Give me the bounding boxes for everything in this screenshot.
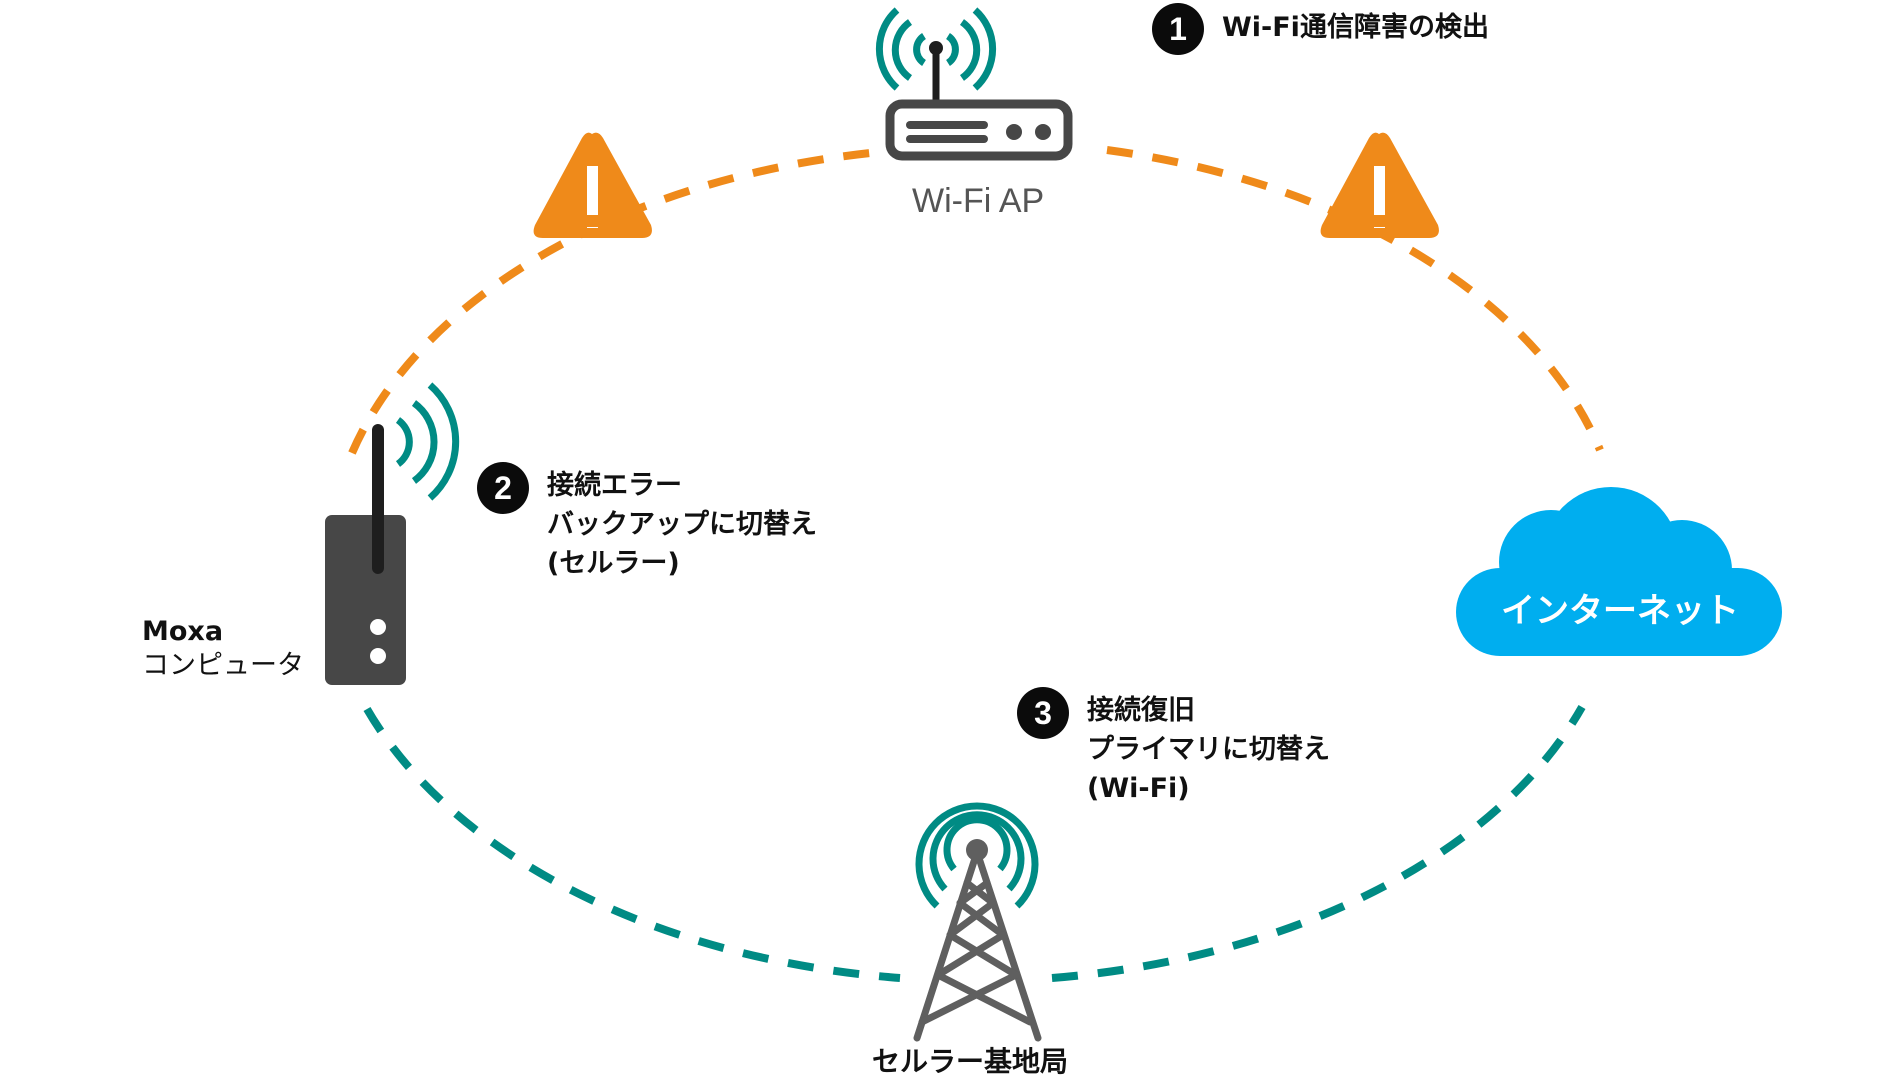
step-number-badge: 2 <box>477 462 529 514</box>
step-line: Wi-Fi通信障害の検出 <box>1222 12 1489 43</box>
internet-label: インターネット <box>1501 591 1739 631</box>
cloud-icon <box>1456 487 1782 656</box>
step-line: (セルラー) <box>547 548 680 579</box>
step-text: 接続エラー バックアップに切替え (セルラー) <box>547 466 817 583</box>
router-icon <box>875 7 1073 161</box>
step-line: 接続エラー <box>547 470 682 501</box>
computer-device-icon <box>325 382 460 685</box>
warning-icon-right <box>1320 132 1439 238</box>
moxa-computer-label: Moxa コンピュータ <box>142 615 304 683</box>
wifi-path-left <box>348 148 881 455</box>
step-line: バックアップに切替え <box>547 509 817 540</box>
warning-icon-left <box>533 132 652 238</box>
wifi-ap-label: Wi-Fi AP <box>912 182 1045 220</box>
step-3: 3 接続復旧 プライマリに切替え (Wi-Fi) <box>1017 687 1330 808</box>
wifi-path-right <box>1106 146 1604 452</box>
cellular-tower-label: セルラー基地局 <box>872 1045 1069 1078</box>
cellular-path-left <box>363 706 901 982</box>
step-number-badge: 1 <box>1152 3 1204 55</box>
moxa-computer-label-line1: Moxa <box>142 616 224 647</box>
step-line: プライマリに切替え <box>1087 734 1330 765</box>
cell-tower-icon <box>913 802 1042 1042</box>
step-2: 2 接続エラー バックアップに切替え (セルラー) <box>477 462 817 583</box>
step-text: Wi-Fi通信障害の検出 <box>1222 8 1489 47</box>
step-text: 接続復旧 プライマリに切替え (Wi-Fi) <box>1087 691 1330 808</box>
step-line: (Wi-Fi) <box>1087 773 1190 804</box>
step-1: 1 Wi-Fi通信障害の検出 <box>1152 3 1489 55</box>
step-line: 接続復旧 <box>1087 695 1195 726</box>
cellular-path-right <box>1051 705 1586 982</box>
step-number-badge: 3 <box>1017 687 1069 739</box>
moxa-computer-label-line2: コンピュータ <box>142 650 304 681</box>
